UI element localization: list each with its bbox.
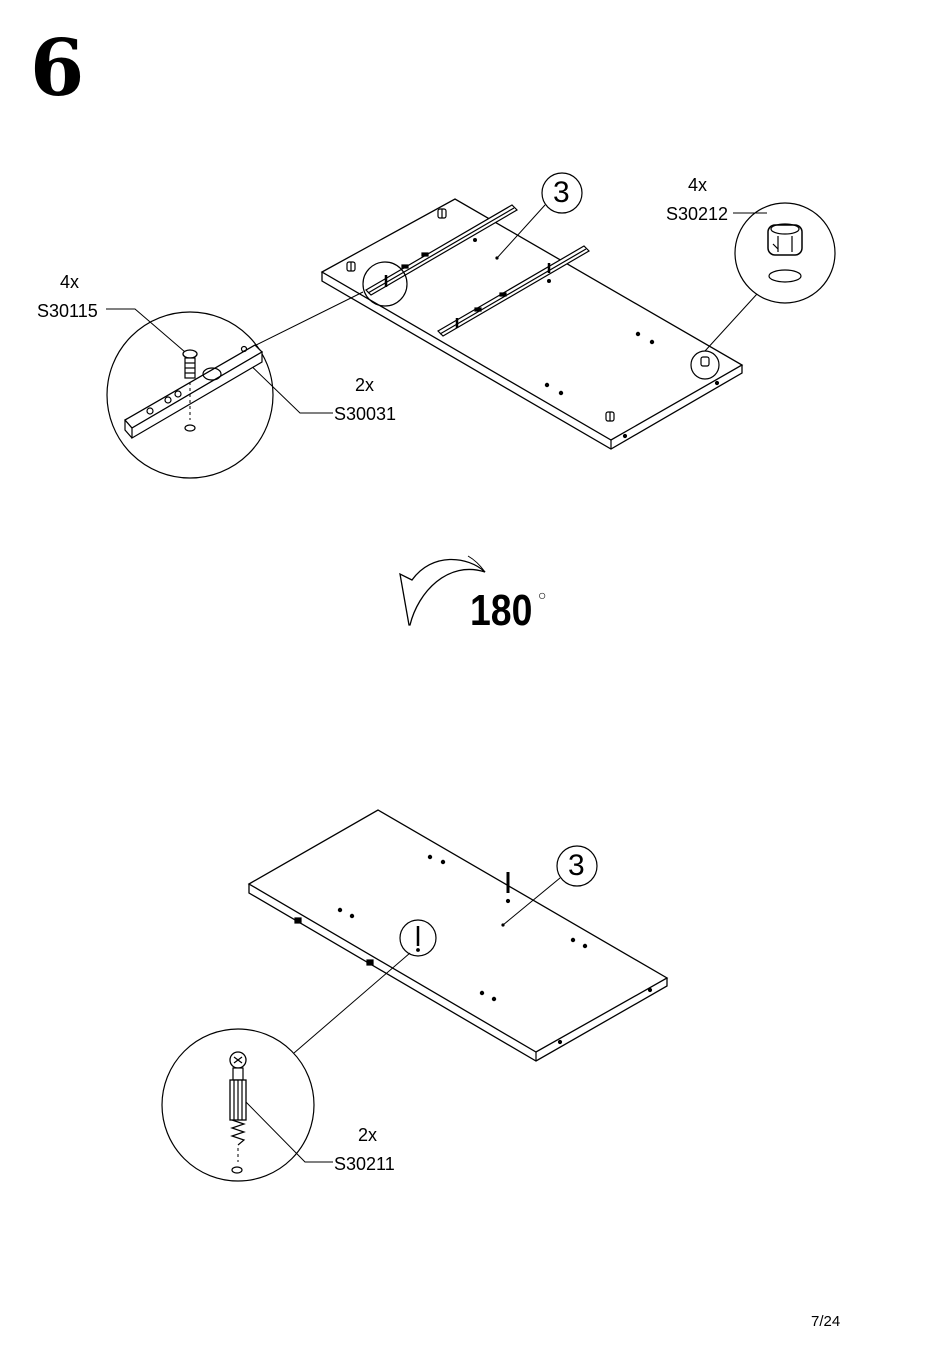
page-number: 7/24 [811, 1313, 840, 1330]
rail-code: S30031 [334, 405, 396, 423]
cam-code: S30212 [666, 205, 728, 223]
part-label-top: 3 [553, 178, 570, 208]
part-label-bottom: 3 [568, 851, 585, 881]
dowel-code: S30211 [334, 1155, 395, 1173]
degree-symbol: ○ [538, 588, 546, 602]
bottom-panel [249, 810, 667, 1061]
bolt-detail [106, 292, 363, 478]
rail-qty: 2x [355, 376, 374, 394]
rotation-degrees: 180 [470, 586, 532, 636]
bolt-qty: 4x [60, 273, 79, 291]
cam-detail [705, 203, 835, 351]
dowel-qty: 2x [358, 1126, 377, 1144]
cam-qty: 4x [688, 176, 707, 194]
bolt-code: S30115 [37, 302, 98, 320]
